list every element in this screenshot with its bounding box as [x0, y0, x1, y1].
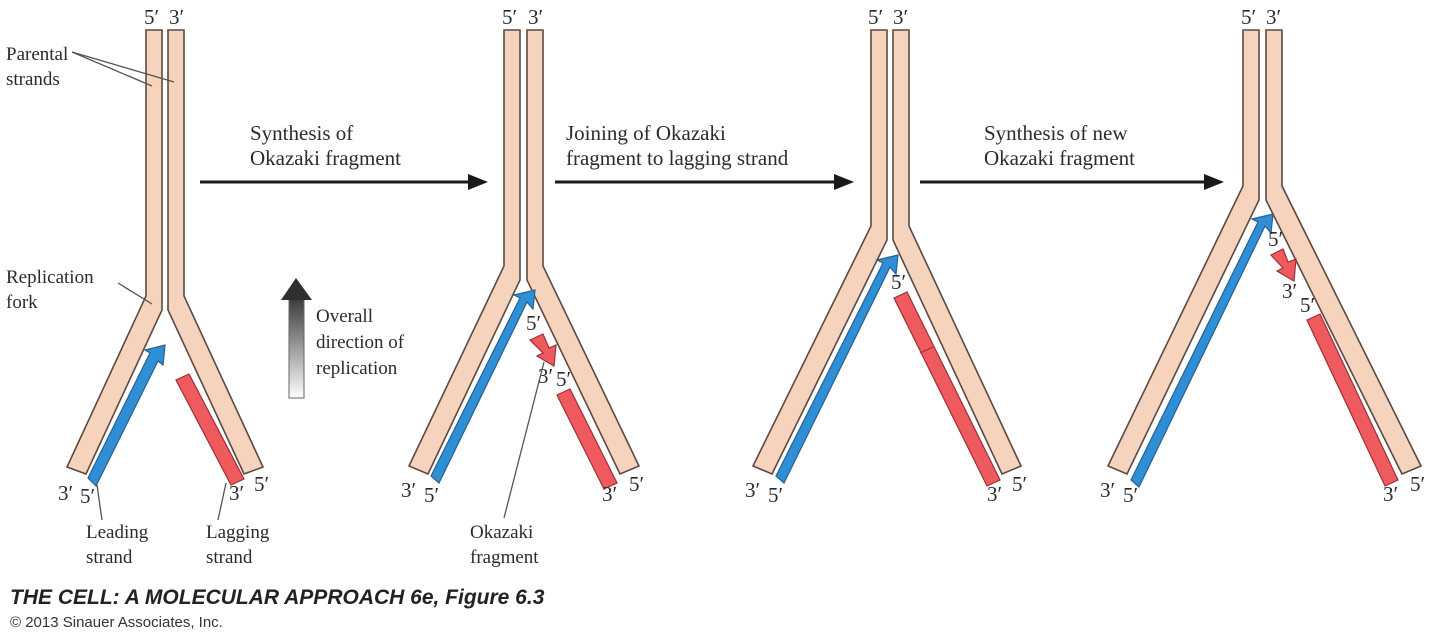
label-3prime-bottom-lag: 3′ — [229, 481, 244, 505]
parental-strand-left — [1106, 29, 1260, 476]
replication-fork-label-1: Replication — [6, 267, 94, 288]
label-5prime-fragment-top: 5′ — [1268, 227, 1283, 251]
step-1-label-1: Synthesis of — [250, 121, 353, 145]
leading-strand — [1130, 213, 1274, 488]
label-5prime-bottom-lead: 5′ — [80, 484, 95, 508]
label-5prime-bottom-right: 5′ — [1410, 472, 1425, 496]
copyright-notice: © 2013 Sinauer Associates, Inc. — [10, 614, 223, 631]
leading-strand-label-1: Leading — [86, 522, 149, 543]
label-3prime-top-right: 3′ — [1266, 5, 1281, 29]
lagging-strand — [556, 388, 618, 490]
label-5prime-top-left: 5′ — [502, 5, 517, 29]
okazaki-fragment-leader — [503, 361, 545, 519]
parental-strands-label-2: strands — [6, 69, 60, 90]
label-5prime-lagging-top: 5′ — [1300, 293, 1315, 317]
step-arrow-3: Synthesis of new Okazaki fragment — [920, 121, 1224, 190]
label-5prime-top-left: 5′ — [144, 5, 159, 29]
label-5prime-bottom-right: 5′ — [254, 472, 269, 496]
label-3prime-bottom-lag: 3′ — [987, 482, 1002, 506]
label-5prime-lagging-top: 5′ — [891, 270, 906, 294]
parental-strands-label-1: Parental — [6, 44, 68, 65]
okazaki-fragment-label-2: fragment — [470, 547, 539, 568]
step-1-head — [468, 174, 488, 190]
step-1-label-2: Okazaki fragment — [250, 146, 401, 170]
okazaki-fragment-label-1: Okazaki — [470, 522, 533, 543]
lagging-strand-label-2: strand — [206, 547, 253, 568]
lagging-strand — [1306, 313, 1399, 487]
label-5prime-bottom-lead: 5′ — [424, 483, 439, 507]
label-5prime-bottom-right: 5′ — [629, 472, 644, 496]
parental-leader-1 — [71, 51, 153, 87]
lagging-strand-joined — [893, 291, 1001, 487]
step-3-head — [1204, 174, 1224, 190]
step-arrow-1: Synthesis of Okazaki fragment — [200, 121, 488, 190]
step-2-label-1: Joining of Okazaki — [566, 121, 726, 145]
direction-label-3: replication — [316, 358, 398, 379]
fork-4: 5′ 3′ 5′ 3′ 5′ 3′ 5′ 3′ 5′ — [1100, 5, 1425, 507]
replication-fork-leader — [117, 282, 153, 305]
label-5prime-bottom-right: 5′ — [1012, 472, 1027, 496]
fork-2: 5′ 3′ 5′ 3′ 5′ 3′ 5′ 3′ 5′ Okazaki fragm… — [401, 5, 644, 568]
parental-strand-right — [892, 29, 1023, 476]
figure-caption: THE CELL: A MOLECULAR APPROACH 6e, Figur… — [10, 586, 545, 609]
label-3prime-fragment-bottom: 3′ — [1282, 279, 1297, 303]
direction-arrow-shaft — [288, 297, 305, 399]
label-3prime-bottom-lag: 3′ — [602, 482, 617, 506]
step-2-label-2: fragment to lagging strand — [566, 146, 789, 170]
label-3prime-top-right: 3′ — [528, 5, 543, 29]
step-2-head — [834, 174, 854, 190]
fork-3: 5′ 3′ 5′ 3′ 5′ 3′ 5′ — [745, 5, 1027, 507]
leading-strand-label-2: strand — [86, 547, 133, 568]
lagging-strand-leader — [217, 482, 227, 521]
label-3prime-top-right: 3′ — [893, 5, 908, 29]
parental-strand-right — [167, 29, 265, 476]
parental-strand-right — [526, 29, 641, 476]
label-5prime-lagging-top: 5′ — [556, 367, 571, 391]
replication-fork-label-2: fork — [6, 292, 38, 313]
parental-strand-right — [1265, 29, 1423, 476]
label-3prime-bottom-left: 3′ — [58, 481, 73, 505]
overall-direction-arrow: Overall direction of replication — [281, 278, 405, 399]
parental-strand-left — [751, 29, 888, 476]
leading-strand-leader — [96, 484, 103, 521]
leading-strand — [430, 289, 536, 484]
label-3prime-bottom-left: 3′ — [1100, 478, 1115, 502]
label-3prime-top-right: 3′ — [169, 5, 184, 29]
direction-label-1: Overall — [316, 306, 373, 327]
parental-strand-left — [407, 29, 521, 476]
step-arrow-2: Joining of Okazaki fragment to lagging s… — [555, 121, 854, 190]
label-5prime-fragment-top: 5′ — [526, 311, 541, 335]
label-3prime-bottom-left: 3′ — [401, 478, 416, 502]
fork-1: 5′ 3′ 3′ 5′ 3′ 5′ Parental strands Repli… — [6, 5, 270, 568]
okazaki-fragment-new — [528, 333, 557, 367]
leading-strand — [775, 254, 899, 484]
step-3-label-2: Okazaki fragment — [984, 146, 1135, 170]
label-3prime-bottom-lag: 3′ — [1383, 482, 1398, 506]
ligation-point — [919, 346, 934, 354]
label-5prime-bottom-lead: 5′ — [768, 483, 783, 507]
parental-leader-2 — [71, 51, 175, 83]
leading-strand — [87, 344, 166, 488]
label-3prime-bottom-left: 3′ — [745, 478, 760, 502]
step-3-label-1: Synthesis of new — [984, 121, 1128, 145]
parental-strand-left — [65, 29, 163, 476]
label-5prime-top-left: 5′ — [868, 5, 883, 29]
label-5prime-top-left: 5′ — [1241, 5, 1256, 29]
label-5prime-bottom-lead: 5′ — [1123, 483, 1138, 507]
lagging-strand — [175, 373, 245, 486]
direction-arrow-head — [281, 278, 312, 300]
lagging-strand-label-1: Lagging — [206, 522, 270, 543]
okazaki-fragment-new — [1270, 248, 1297, 282]
direction-label-2: direction of — [316, 332, 405, 353]
